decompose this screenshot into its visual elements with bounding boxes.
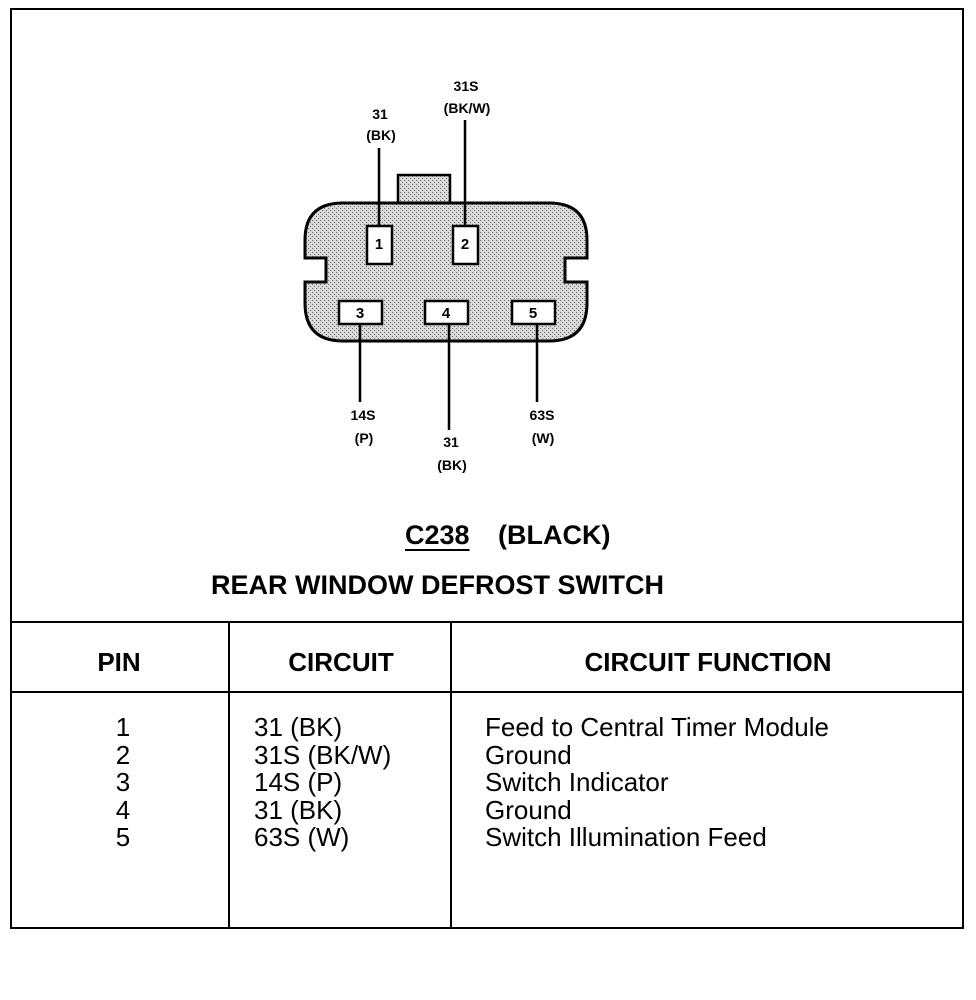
table-top-rule xyxy=(10,621,964,623)
wire-color: (BK/W) xyxy=(444,100,491,116)
table-cell-pin: 4 xyxy=(115,794,131,825)
pin-2 xyxy=(451,224,480,266)
connector-id: C238 xyxy=(405,520,470,550)
column-divider xyxy=(228,621,230,929)
circuit-column: 31 (BK) 31S (BK/W) 14S (P) 31 (BK) 63S (… xyxy=(254,712,392,852)
pin-number: 2 xyxy=(461,236,469,253)
wire-color: (BK) xyxy=(366,127,396,143)
wire-circuit: 31S xyxy=(454,78,479,94)
table-cell-pin: 1 xyxy=(115,712,131,742)
column-divider xyxy=(450,621,452,929)
pin-number: 5 xyxy=(529,305,537,322)
pin-number: 3 xyxy=(356,305,364,322)
table-cell-pin: 2 xyxy=(115,739,131,770)
header-pin: PIN xyxy=(97,647,141,677)
pin-column: 1 2 3 4 5 xyxy=(96,712,150,852)
diagram-frame xyxy=(10,8,964,929)
pin-5 xyxy=(510,299,557,326)
pin-number: 1 xyxy=(375,236,383,253)
connector-color: (BLACK) xyxy=(498,520,611,550)
header-circuit-function: CIRCUIT FUNCTION xyxy=(584,647,832,677)
wire-circuit: 31 xyxy=(443,434,459,450)
table-cell-circuit: 31S (BK/W) xyxy=(254,739,392,770)
table-cell-circuit: 63S (W) xyxy=(254,822,350,852)
table-cell-circuit: 14S (P) xyxy=(254,767,343,797)
pinout-table: PIN CIRCUIT CIRCUIT FUNCTION 1 2 3 4 5 3… xyxy=(10,621,964,929)
connector-name: REAR WINDOW DEFROST SWITCH xyxy=(211,570,664,600)
table-cell-function: Switch Illumination Feed xyxy=(485,822,767,852)
table-cell-pin: 5 xyxy=(115,822,131,852)
wire-circuit: 63S xyxy=(530,407,555,423)
pin-1 xyxy=(365,224,394,266)
table-cell-pin: 3 xyxy=(115,767,131,797)
wire-color: (P) xyxy=(355,430,374,446)
pin-4 xyxy=(423,299,470,326)
header-circuit: CIRCUIT xyxy=(288,647,394,677)
wire-circuit: 31 xyxy=(372,106,388,122)
header-rule xyxy=(10,691,964,693)
table-cell-circuit: 31 (BK) xyxy=(254,794,343,825)
table-cell-function: Ground xyxy=(485,794,572,825)
pin-number: 4 xyxy=(442,305,451,322)
wire-color: (BK) xyxy=(437,457,467,473)
connector-lock-tab xyxy=(396,173,452,207)
wire-color: (W) xyxy=(532,430,555,446)
function-column: Feed to Central Timer Module Ground Swit… xyxy=(485,712,829,852)
table-cell-function: Ground xyxy=(485,739,572,770)
table-cell-function: Switch Indicator xyxy=(485,767,669,797)
wire-circuit: 14S xyxy=(351,407,376,423)
table-cell-circuit: 31 (BK) xyxy=(254,712,343,742)
connector-diagram: 1 31 (BK) 2 31S (BK/W) 3 14S (P) 4 31 (B… xyxy=(303,78,589,473)
table-cell-function: Feed to Central Timer Module xyxy=(485,712,829,742)
